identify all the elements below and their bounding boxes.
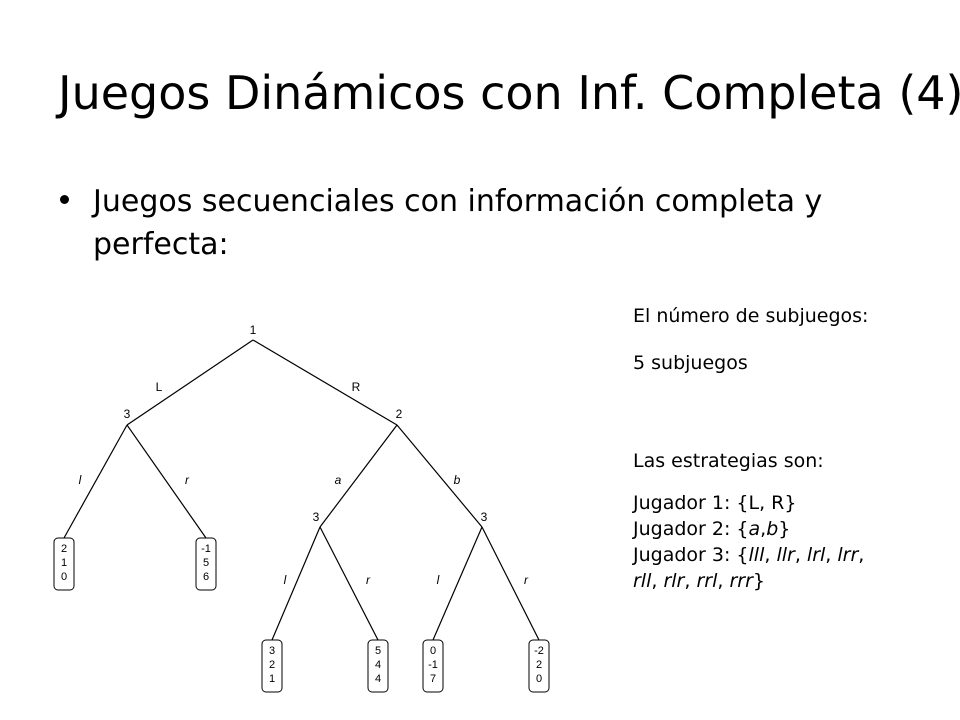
edge-left-l	[63, 424, 128, 539]
payoff-5-p2: -1	[428, 659, 438, 671]
edge-a-l	[271, 526, 321, 641]
player2-strategies: Jugador 2: {a,b}	[633, 518, 791, 540]
player3-strategies-line1: Jugador 3: {lll, llr, lrl, lrr,	[633, 544, 865, 566]
strategies-list: Jugador 1: {L, R} Jugador 2: {a,b} Jugad…	[633, 490, 864, 594]
payoff-box-4	[367, 639, 389, 693]
player3-strategies-line2: rll, rlr, rrl, rrr}	[633, 570, 765, 592]
payoff-4-p2: 4	[375, 659, 381, 671]
tree-edges	[63, 339, 540, 641]
payoff-1-p1: 2	[61, 543, 67, 555]
node-root-player: 1	[250, 323, 257, 337]
payoff-1-p3: 0	[61, 571, 67, 583]
payoff-1-p2: 1	[61, 557, 67, 569]
edge-label-L: L	[156, 380, 163, 394]
payoff-4-p3: 4	[375, 673, 381, 685]
payoff-3-p3: 1	[269, 673, 275, 685]
payoff-2-p3: 6	[203, 571, 209, 583]
edge-label-a: a	[335, 473, 342, 487]
payoff-5-p1: 0	[430, 645, 436, 657]
strategies-label: Las estrategias son:	[633, 450, 824, 472]
edge-label-b-l: l	[437, 573, 440, 587]
payoff-6-p3: 0	[536, 673, 542, 685]
edge-label-R: R	[352, 380, 361, 394]
edge-a-r	[319, 526, 379, 641]
edge-label-b-r: r	[524, 573, 529, 587]
payoff-3-p2: 2	[269, 659, 275, 671]
bullet-dot	[60, 195, 69, 204]
edge-root-left	[126, 339, 254, 426]
payoff-6-p1: -2	[534, 645, 544, 657]
edge-label-b: b	[454, 473, 461, 487]
edge-b-r	[481, 526, 540, 641]
edge-right-b	[396, 424, 483, 528]
player1-strategies: Jugador 1: {L, R}	[633, 492, 797, 514]
node-right-player: 2	[396, 407, 403, 421]
payoff-box-2	[195, 537, 217, 591]
edge-root-right	[252, 339, 398, 426]
edge-label-a-r: r	[366, 573, 371, 587]
edge-label-left-r: r	[185, 473, 190, 487]
payoff-4-p1: 5	[375, 645, 381, 657]
payoff-3-p1: 3	[269, 645, 275, 657]
edge-right-a	[319, 424, 398, 528]
edge-b-l	[432, 526, 483, 641]
payoff-box-6	[528, 639, 550, 693]
payoff-box-1	[53, 537, 75, 591]
payoff-box-5	[422, 639, 444, 693]
payoff-6-p2: 2	[536, 659, 542, 671]
edge-left-r	[126, 424, 207, 539]
bullet-text: Juegos secuenciales con información comp…	[93, 184, 823, 262]
subgames-label: El número de subjuegos:	[633, 305, 869, 327]
slide-title: Juegos Dinámicos con Inf. Completa (4)	[58, 66, 960, 120]
node-right-a-player: 3	[313, 510, 320, 524]
payoff-2-p2: 5	[203, 557, 209, 569]
node-left-player: 3	[124, 407, 131, 421]
node-right-b-player: 3	[481, 510, 488, 524]
payoff-2-p1: -1	[201, 543, 211, 555]
payoff-box-3	[261, 639, 283, 693]
edge-label-left-l: l	[79, 473, 82, 487]
payoff-5-p3: 7	[430, 673, 436, 685]
edge-label-a-l: l	[284, 573, 287, 587]
subgames-value: 5 subjuegos	[633, 352, 748, 374]
